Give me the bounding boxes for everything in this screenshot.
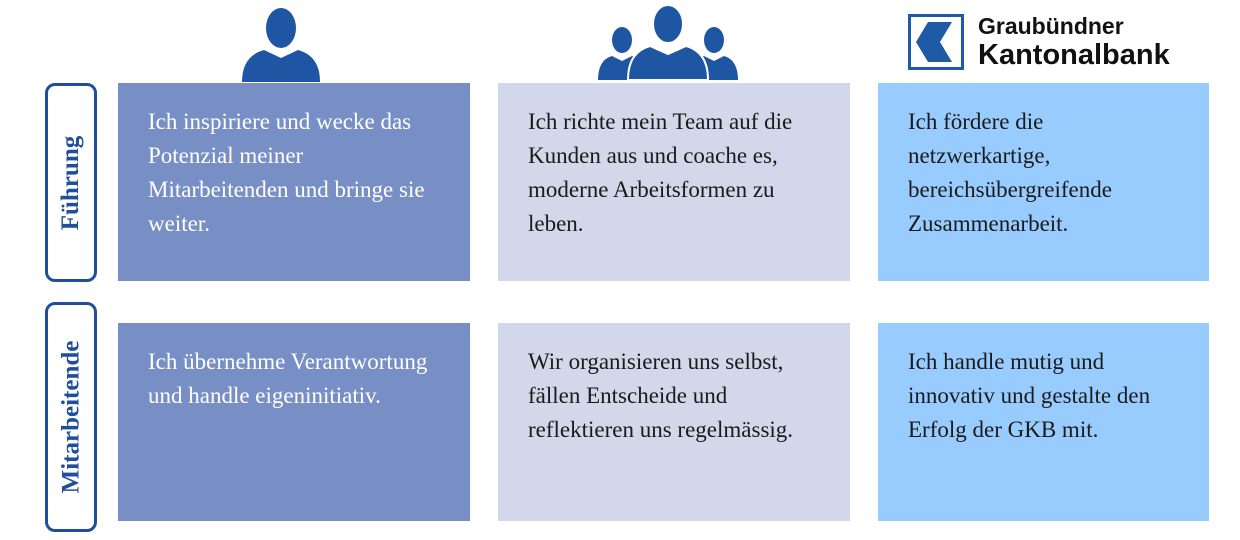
card-mitarbeitende-bank: Ich handle mutig und innovativ und gesta… — [878, 323, 1209, 521]
team-icon — [598, 4, 738, 80]
row-label-fuehrung: Führung — [45, 83, 97, 282]
gkb-logo: Graubündner Kantonalbank — [908, 14, 1178, 70]
card-fuehrung-bank: Ich fördere die netzwerkartige, bereichs… — [878, 83, 1209, 281]
row-label-fuehrung-text: Führung — [57, 135, 85, 230]
logo-line-2: Kantonalbank — [978, 39, 1170, 71]
row-label-mitarbeitende-text: Mitarbeitende — [57, 340, 85, 494]
gkb-logo-mark-icon — [908, 14, 964, 70]
card-fuehrung-individual: Ich inspiriere und wecke das Potenzial m… — [118, 83, 470, 281]
card-mitarbeitende-individual: Ich übernehme Verantwortung und handle e… — [118, 323, 470, 521]
person-icon — [242, 8, 320, 82]
row-label-mitarbeitende: Mitarbeitende — [45, 302, 97, 532]
card-mitarbeitende-team: Wir organisieren uns selbst, fällen Ents… — [498, 323, 850, 521]
logo-line-1: Graubündner — [978, 13, 1124, 39]
card-fuehrung-team: Ich richte mein Team auf die Kunden aus … — [498, 83, 850, 281]
